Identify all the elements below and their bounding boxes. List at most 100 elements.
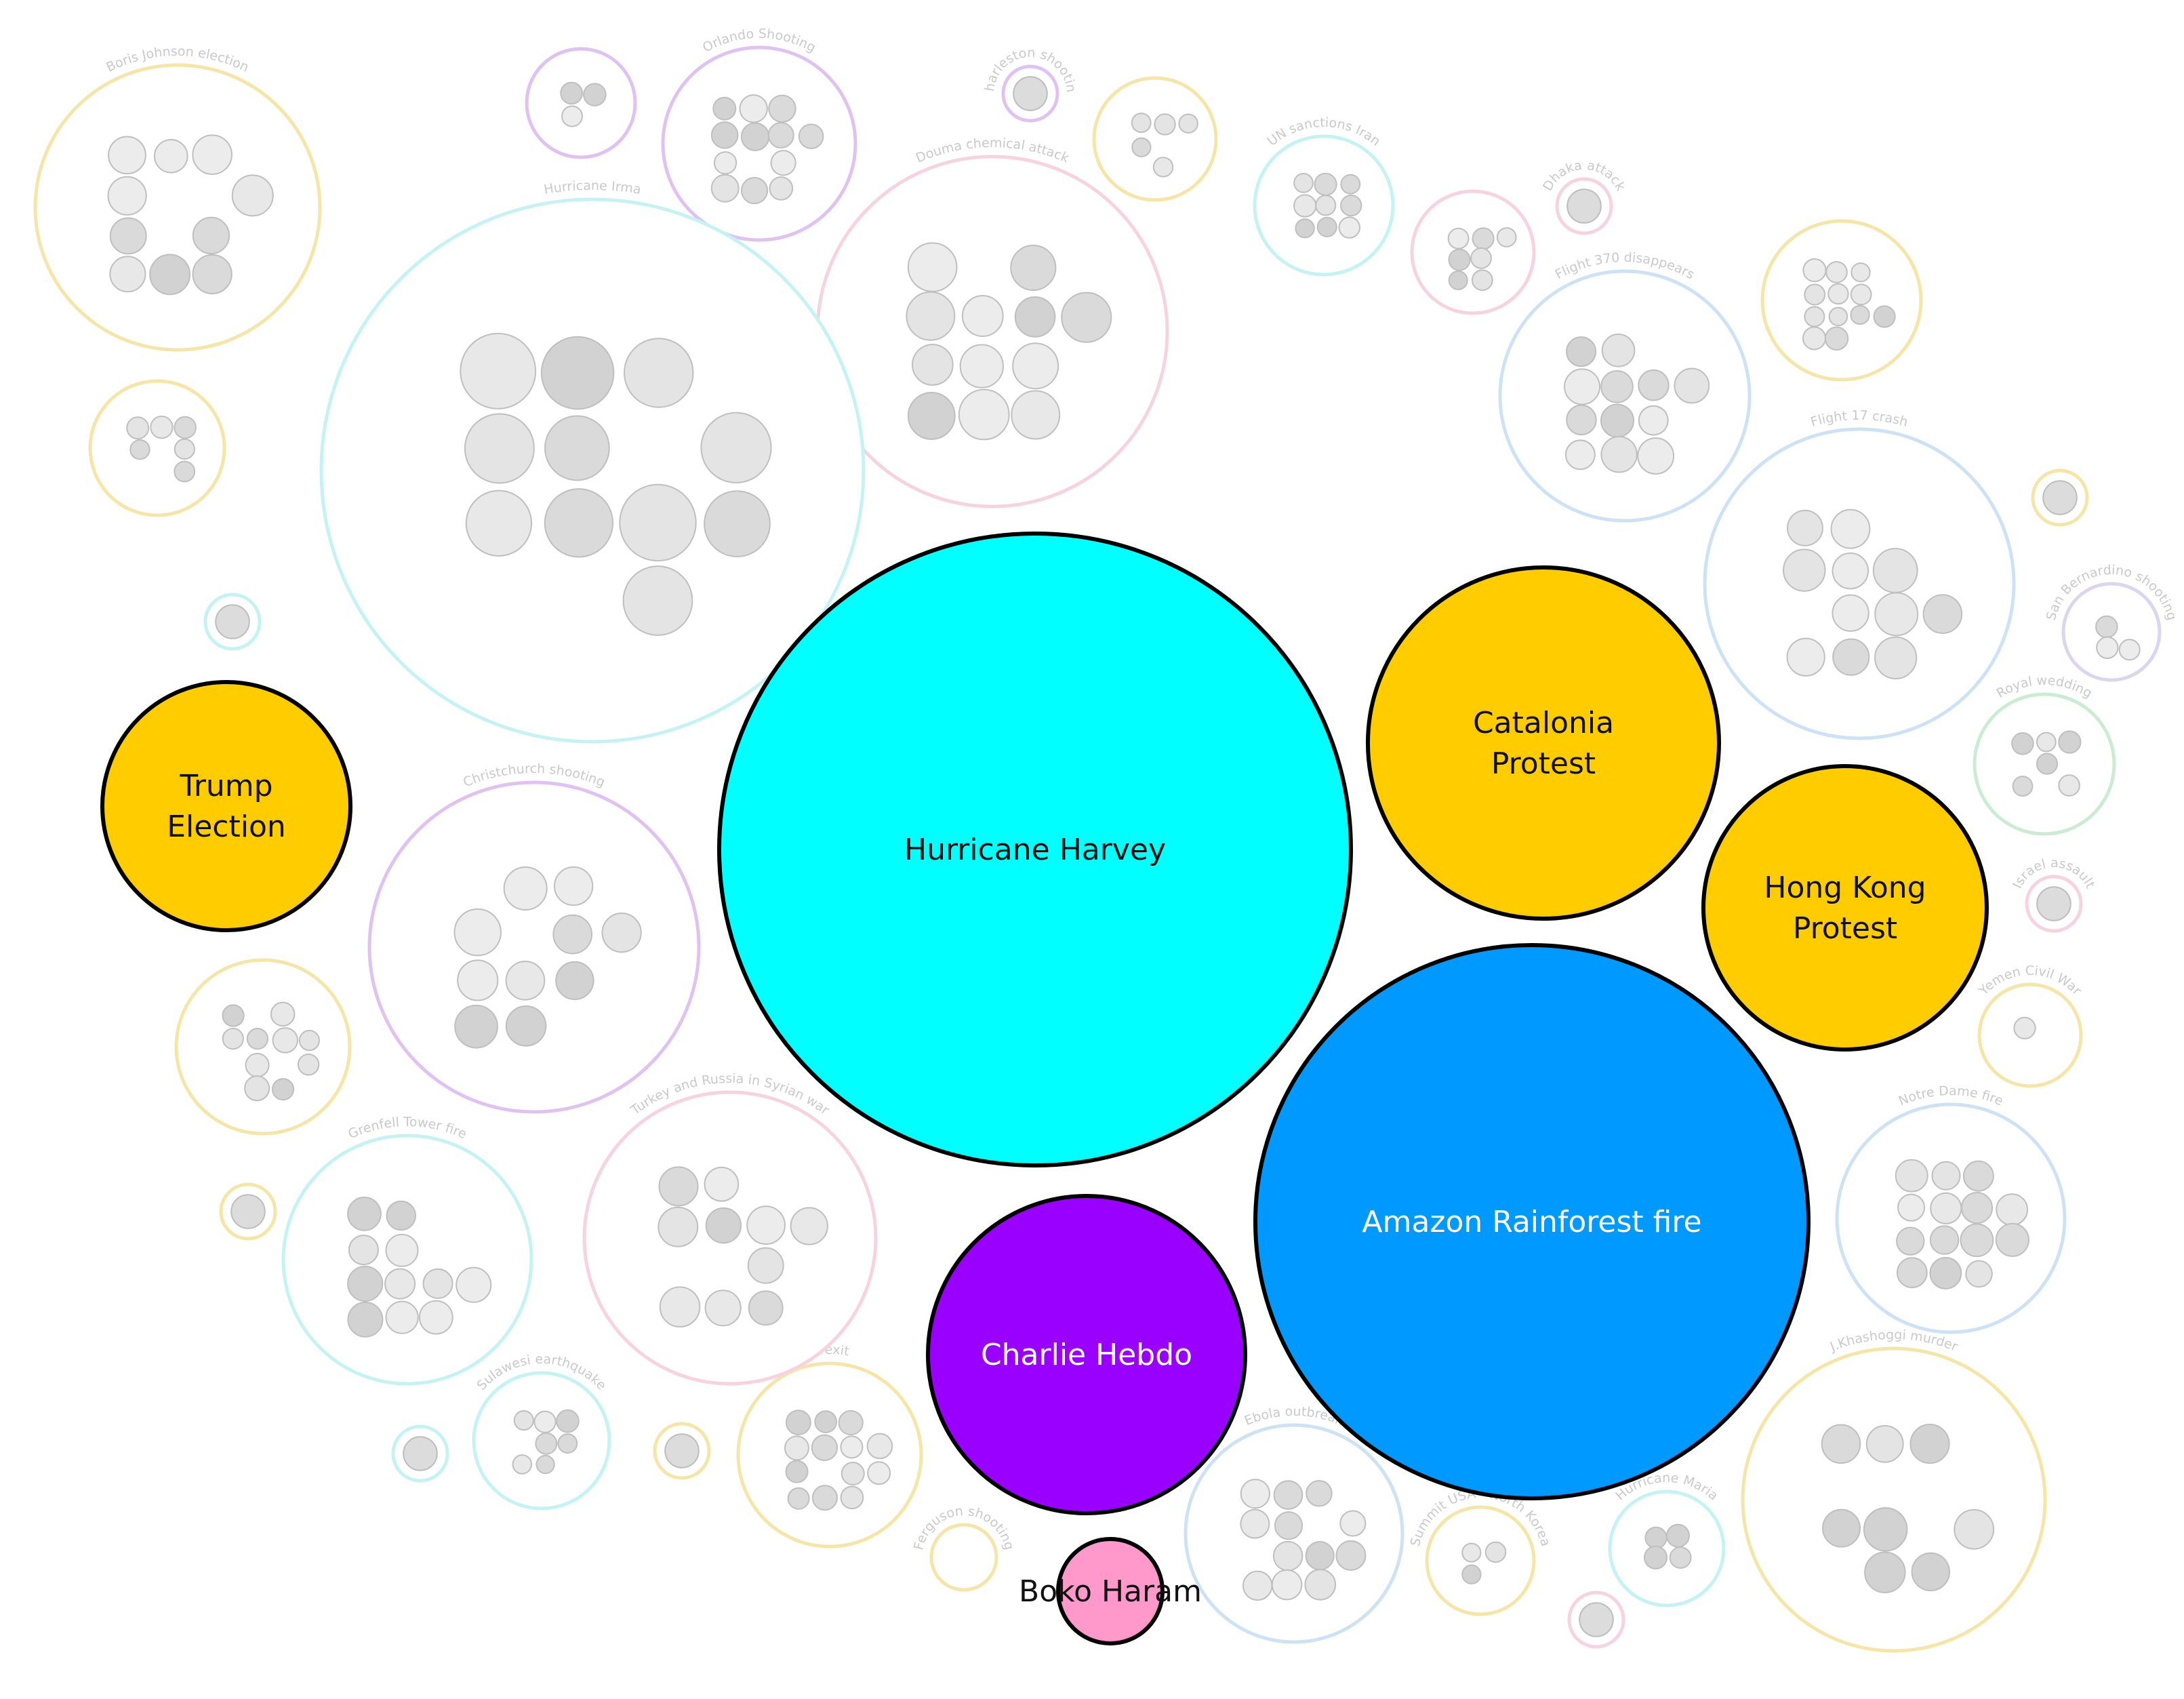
photo-bubble bbox=[785, 1460, 809, 1483]
photo-bubble bbox=[2012, 776, 2034, 797]
photo-bubble bbox=[712, 96, 737, 121]
photo-bubble bbox=[535, 1454, 555, 1475]
photo-bubble bbox=[174, 416, 197, 439]
photo-bubble bbox=[1832, 594, 1869, 632]
photo-bubble bbox=[958, 388, 1010, 441]
photo-bubble bbox=[1929, 1225, 1960, 1255]
event-charlie-hebdo[interactable]: Charlie Hebdo bbox=[926, 1194, 1247, 1515]
cluster-unlabeled-1 bbox=[525, 47, 637, 159]
photo-bubble bbox=[1804, 283, 1826, 306]
event-label-boko-haram: Boko Haram bbox=[1019, 1574, 1202, 1609]
photo-bubble bbox=[1874, 592, 1919, 637]
photo-bubble bbox=[1821, 1424, 1861, 1464]
cluster-ring bbox=[33, 63, 322, 352]
photo-bubble bbox=[740, 122, 770, 151]
photo-bubble bbox=[192, 216, 230, 255]
photo-bubble bbox=[1448, 270, 1468, 291]
photo-bubble bbox=[713, 151, 737, 175]
photo-bubble bbox=[1293, 194, 1317, 218]
photo-bubble bbox=[1242, 1570, 1273, 1601]
cluster-ring bbox=[525, 47, 637, 159]
photo-bubble bbox=[1293, 172, 1314, 193]
photo-bubble bbox=[107, 176, 147, 216]
photo-bubble bbox=[704, 1166, 740, 1202]
photo-bubble bbox=[1461, 1564, 1482, 1584]
event-boko-haram[interactable]: Boko Haram bbox=[1019, 1537, 1202, 1645]
cluster-unlabeled-7 bbox=[174, 958, 352, 1136]
photo-bubble bbox=[1013, 76, 1048, 111]
photo-bubble bbox=[192, 254, 232, 295]
cluster-boris-johnson-election: Boris Johnson election bbox=[33, 44, 322, 352]
photo-bubble bbox=[1873, 305, 1896, 328]
photo-bubble bbox=[1339, 1510, 1367, 1537]
photo-bubble bbox=[1152, 157, 1174, 178]
photo-bubble bbox=[747, 1247, 784, 1284]
cluster-flight-370-disappears: Flight 370 disappears bbox=[1498, 250, 1752, 523]
cluster-ring bbox=[1741, 1346, 2047, 1653]
photo-bubble bbox=[2058, 774, 2080, 797]
photo-bubble bbox=[215, 604, 250, 639]
event-bubble-trump-election[interactable] bbox=[100, 680, 352, 932]
cluster-hurricane-maria: Hurricane Maria bbox=[1608, 1471, 1726, 1607]
event-hurricane-harvey[interactable]: Hurricane Harvey bbox=[717, 532, 1353, 1167]
cluster-unlabeled-10 bbox=[391, 1424, 449, 1483]
photo-bubble bbox=[1154, 113, 1176, 136]
photo-bubble bbox=[1340, 174, 1361, 195]
photo-bubble bbox=[535, 1432, 558, 1455]
photo-bubble bbox=[1010, 244, 1057, 292]
photo-bubble bbox=[705, 1207, 742, 1244]
photo-bubble bbox=[710, 121, 739, 149]
photo-bubble bbox=[1643, 1545, 1668, 1570]
photo-bubble bbox=[505, 961, 546, 1001]
photo-bubble bbox=[1962, 1160, 1994, 1192]
photo-bubble bbox=[1240, 1508, 1270, 1539]
event-label-charlie-hebdo: Charlie Hebdo bbox=[981, 1338, 1192, 1372]
photo-bubble bbox=[245, 1052, 270, 1078]
cluster-j-khashoggi-murder: J.Khashoggi murder bbox=[1741, 1327, 2047, 1653]
photo-bubble bbox=[1930, 1192, 1962, 1224]
photo-bubble bbox=[1822, 1508, 1861, 1548]
photo-bubble bbox=[1566, 404, 1597, 436]
photo-bubble bbox=[1802, 326, 1827, 351]
photo-bubble bbox=[1832, 638, 1870, 676]
photo-bubble bbox=[811, 1434, 838, 1461]
photo-bubble bbox=[1273, 1480, 1303, 1510]
photo-bubble bbox=[126, 416, 150, 440]
event-bubble-amazon-rainforest-fire[interactable] bbox=[1253, 943, 1811, 1500]
photo-bubble bbox=[770, 150, 796, 176]
photo-bubble bbox=[1895, 1159, 1928, 1193]
photo-bubble bbox=[1305, 1541, 1335, 1571]
event-bubble-catalonia-protest[interactable] bbox=[1366, 565, 1721, 921]
photo-bubble bbox=[272, 1027, 298, 1054]
cluster-unlabeled-11 bbox=[653, 1422, 711, 1480]
photo-bubble bbox=[1665, 1523, 1691, 1548]
photo-bubble bbox=[297, 1054, 320, 1076]
event-bubble-hurricane-harvey[interactable] bbox=[717, 532, 1353, 1167]
photo-bubble bbox=[841, 1462, 865, 1486]
photo-bubble bbox=[1638, 369, 1670, 401]
photo-bubble bbox=[2058, 730, 2082, 754]
event-bubble-boko-haram[interactable] bbox=[1056, 1537, 1165, 1645]
photo-bubble bbox=[784, 1435, 809, 1461]
photo-bubble bbox=[619, 483, 697, 562]
photo-bubble bbox=[1850, 304, 1870, 325]
photo-bubble bbox=[453, 908, 502, 957]
photo-bubble bbox=[704, 1290, 742, 1327]
photo-bubble bbox=[109, 217, 147, 255]
photo-bubble bbox=[959, 344, 1004, 388]
photo-bubble bbox=[403, 1436, 438, 1471]
event-bubble-charlie-hebdo[interactable] bbox=[926, 1194, 1247, 1515]
photo-bubble bbox=[911, 344, 954, 386]
photo-bubble bbox=[1472, 227, 1495, 250]
photo-bubble bbox=[513, 1410, 534, 1431]
event-amazon-rainforest-fire[interactable]: Amazon Rainforest fire bbox=[1253, 943, 1811, 1500]
photo-bubble bbox=[552, 914, 593, 955]
event-bubble-hong-kong-protest[interactable] bbox=[1701, 764, 1989, 1052]
photo-bubble bbox=[767, 122, 794, 149]
photo-bubble bbox=[1674, 367, 1710, 404]
cluster-unlabeled-4 bbox=[1760, 219, 1923, 382]
